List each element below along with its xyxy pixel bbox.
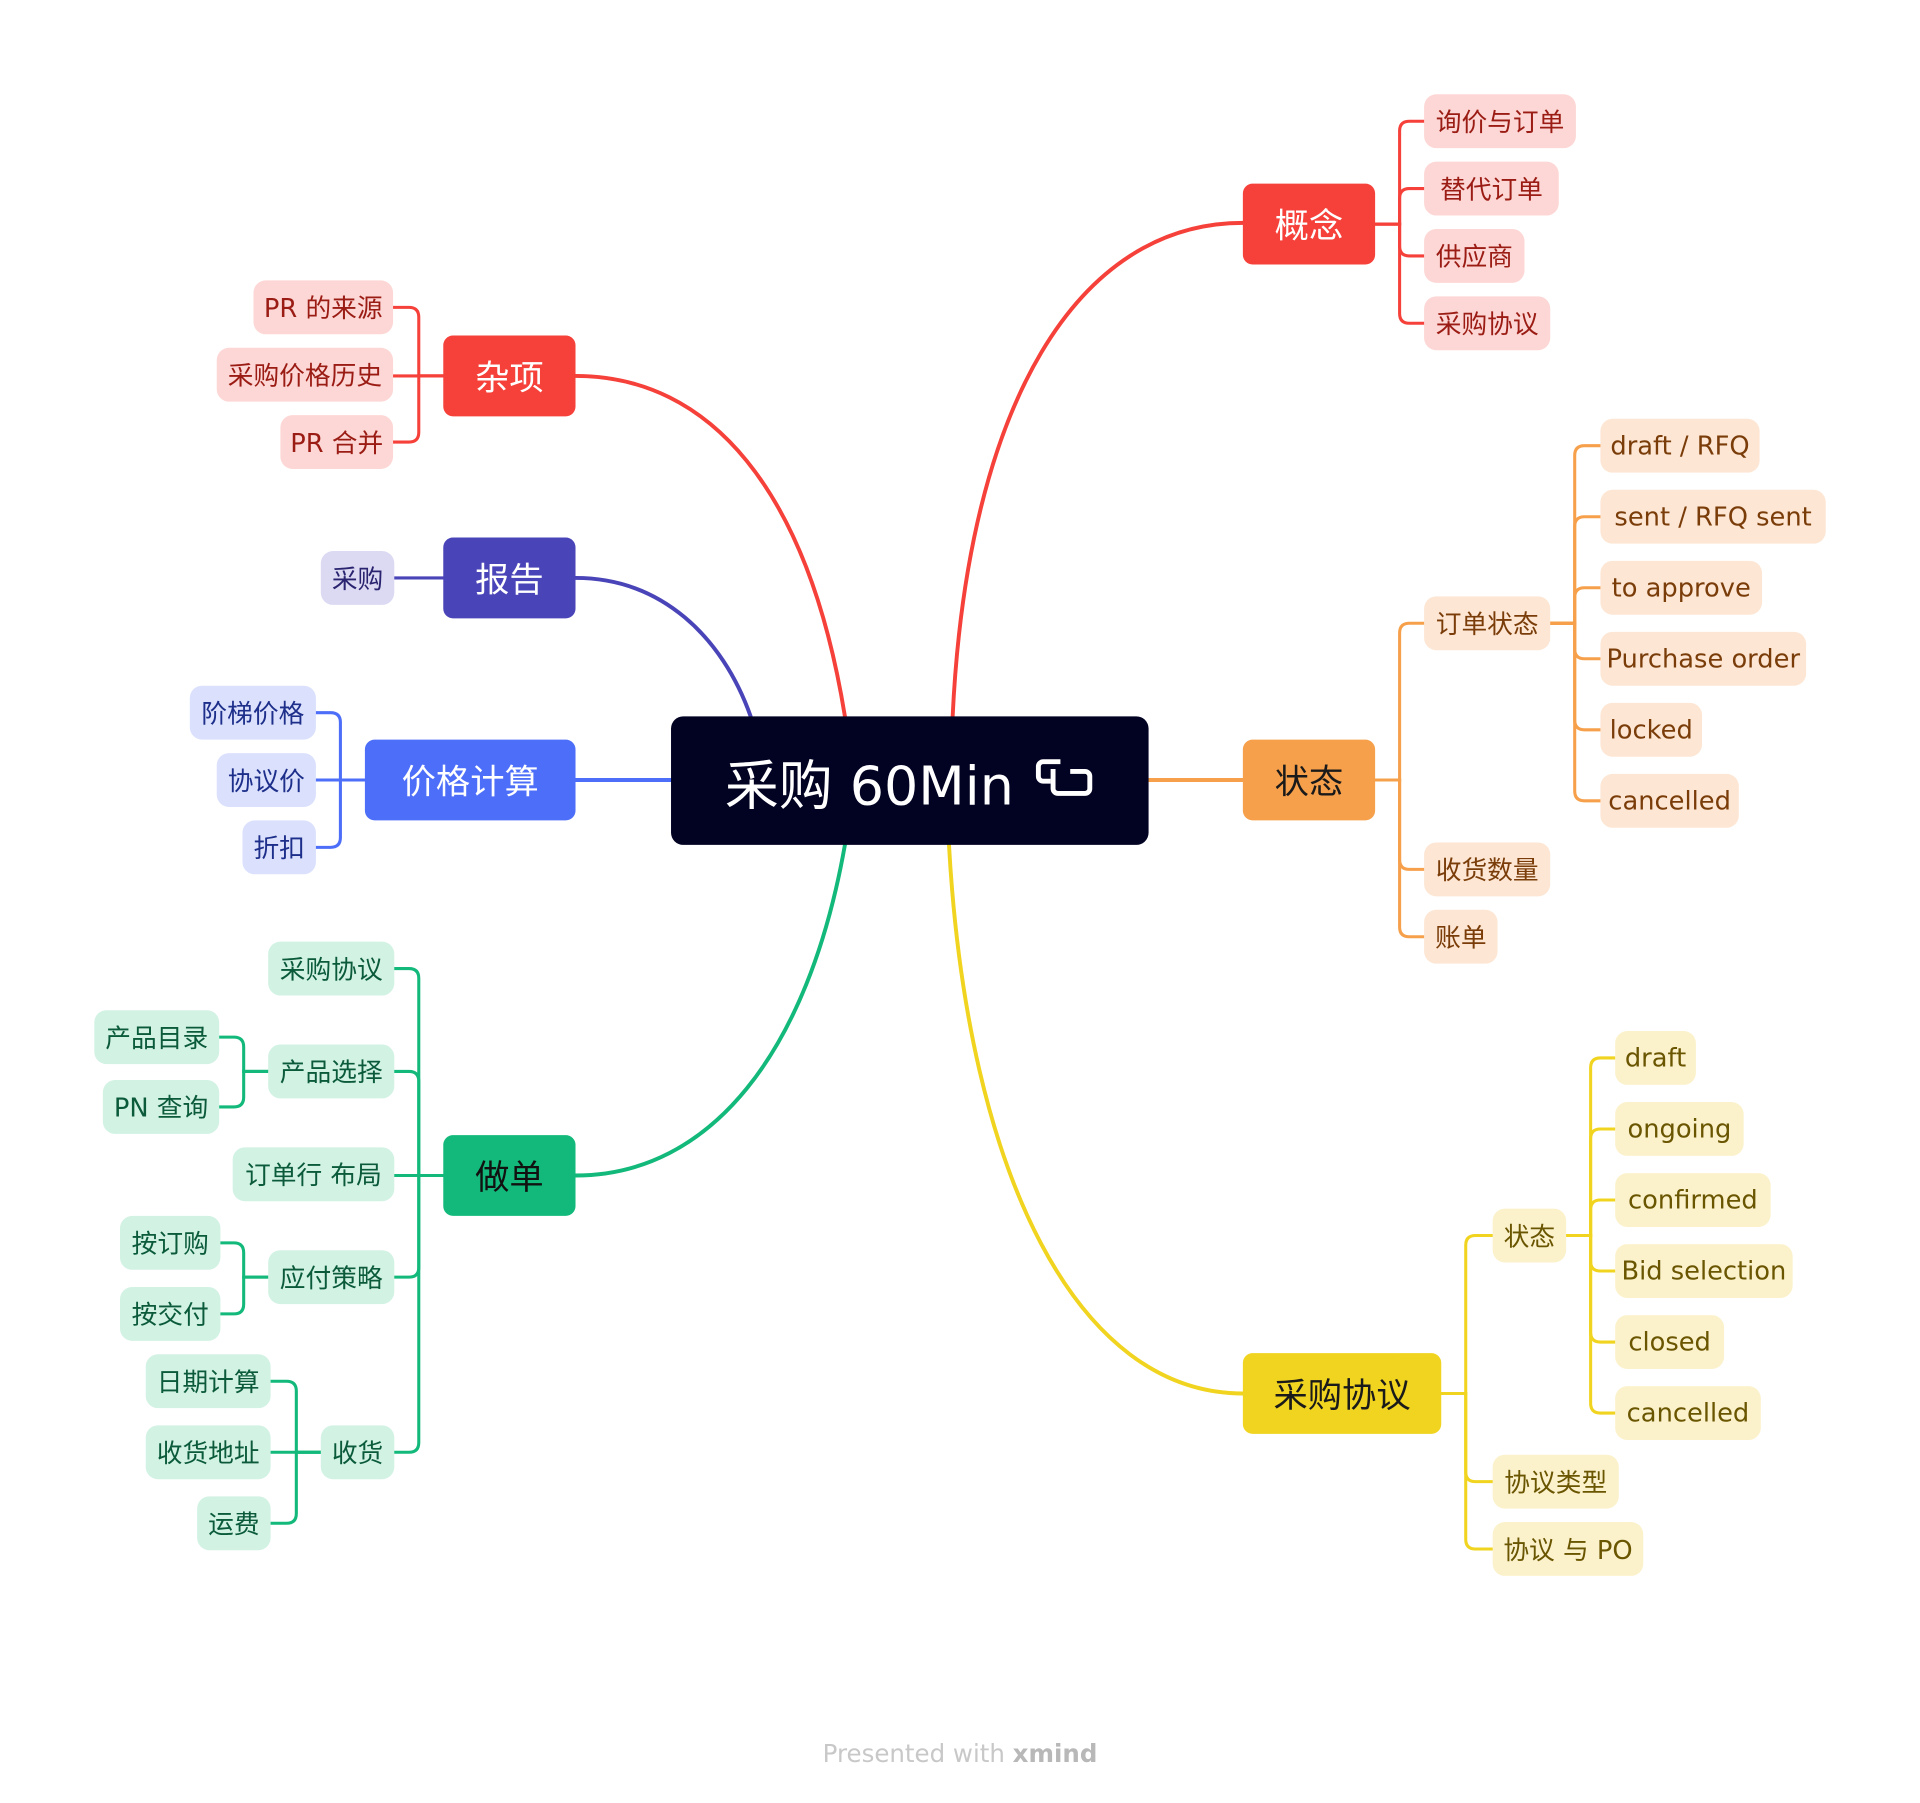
connector: [1373, 621, 1426, 782]
subtopic[interactable]: 收货地址: [145, 1425, 271, 1480]
connector: [1548, 586, 1602, 625]
footer: Presented with xmind: [0, 1739, 1920, 1768]
subtopic[interactable]: 替代订单: [1424, 161, 1559, 216]
main-topic[interactable]: 做单: [443, 1135, 576, 1216]
connector: [218, 1275, 270, 1316]
subtopic[interactable]: 协议 与 PO: [1492, 1522, 1644, 1576]
main-topic[interactable]: 采购协议: [1242, 1353, 1442, 1434]
subtopic[interactable]: 产品选择: [268, 1044, 395, 1099]
subtopic[interactable]: 供应商: [1424, 228, 1525, 283]
subtopic[interactable]: 采购协议: [1424, 296, 1551, 351]
subtopic[interactable]: draft: [1615, 1031, 1696, 1085]
subtopic[interactable]: PN 查询: [102, 1080, 220, 1134]
subtopic[interactable]: 运费: [197, 1496, 271, 1551]
footer-brand: xmind: [1012, 1738, 1098, 1769]
main-topic[interactable]: 价格计算: [364, 739, 576, 821]
subtopic[interactable]: 收货数量: [1424, 842, 1551, 897]
connector: [1439, 1233, 1495, 1396]
connector: [573, 842, 847, 1178]
subtopic[interactable]: 状态: [1492, 1208, 1567, 1263]
connector: [1564, 1127, 1617, 1238]
connector: [1548, 515, 1602, 625]
subtopic[interactable]: 协议类型: [1492, 1454, 1619, 1509]
connector: [391, 374, 445, 444]
subtopic[interactable]: 订单行 布局: [232, 1147, 395, 1202]
subtopic[interactable]: PR 合并: [280, 415, 394, 469]
connector: [391, 305, 445, 378]
subtopic[interactable]: to approve: [1600, 560, 1763, 615]
subtopic[interactable]: locked: [1600, 702, 1703, 757]
subtopic[interactable]: 产品目录: [94, 1010, 220, 1065]
connector: [573, 373, 847, 719]
connector: [218, 1241, 270, 1279]
subtopic[interactable]: sent / RFQ sent: [1600, 489, 1826, 544]
connector: [1564, 1233, 1617, 1415]
subtopic[interactable]: 日期计算: [145, 1354, 271, 1409]
connector: [947, 842, 1245, 1396]
connector: [1564, 1056, 1617, 1238]
subtopic[interactable]: 应付策略: [268, 1250, 395, 1305]
subtopic[interactable]: draft / RFQ: [1600, 418, 1760, 473]
subtopic[interactable]: closed: [1615, 1315, 1725, 1369]
connector: [392, 1173, 445, 1454]
connector: [1373, 778, 1426, 939]
subtopic[interactable]: Purchase order: [1600, 631, 1807, 686]
subtopic[interactable]: 阶梯价格: [189, 685, 316, 740]
subtopic[interactable]: 收货: [320, 1425, 395, 1480]
central-topic[interactable]: 采购 60Min: [671, 716, 1149, 845]
connector: [314, 778, 367, 849]
subtopic[interactable]: PR 的来源: [253, 280, 394, 335]
main-topic[interactable]: 杂项: [443, 335, 576, 417]
subtopic[interactable]: cancelled: [1615, 1386, 1761, 1441]
connector: [269, 1450, 323, 1525]
connector: [1548, 444, 1602, 625]
connector: [1373, 119, 1426, 226]
subtopic[interactable]: 订单状态: [1424, 596, 1551, 651]
connector: [392, 1069, 445, 1178]
connector: [1564, 1198, 1617, 1238]
connector: [950, 220, 1245, 719]
subtopic[interactable]: 询价与订单: [1424, 94, 1576, 149]
main-topic[interactable]: 概念: [1242, 183, 1376, 265]
subtopic[interactable]: 按交付: [120, 1286, 221, 1341]
connector: [314, 711, 367, 782]
connector: [217, 1069, 270, 1109]
subtopic[interactable]: Bid selection: [1615, 1244, 1793, 1298]
link-icon: [1034, 749, 1095, 811]
connector: [1373, 187, 1426, 226]
main-topic[interactable]: 状态: [1242, 739, 1376, 821]
subtopic[interactable]: 折扣: [242, 820, 316, 875]
subtopic[interactable]: confirmed: [1615, 1173, 1771, 1227]
subtopic[interactable]: 采购协议: [268, 941, 395, 996]
connector: [392, 967, 445, 1178]
subtopic[interactable]: 按订购: [120, 1215, 221, 1270]
subtopic[interactable]: 账单: [1424, 909, 1498, 964]
connector: [1548, 621, 1602, 803]
connector: [1439, 1391, 1495, 1551]
connector: [573, 576, 753, 719]
subtopic[interactable]: 协议价: [216, 753, 316, 807]
footer-prefix: Presented with: [822, 1738, 1005, 1769]
subtopic[interactable]: cancelled: [1600, 773, 1739, 828]
subtopic[interactable]: 采购: [320, 551, 395, 605]
subtopic[interactable]: 采购价格历史: [216, 347, 394, 402]
subtopic[interactable]: ongoing: [1615, 1102, 1744, 1156]
central-topic-label: 采购 60Min: [724, 754, 1014, 818]
connector: [269, 1379, 323, 1454]
connector: [217, 1035, 270, 1073]
main-topic[interactable]: 报告: [443, 537, 576, 619]
connector: [1373, 222, 1426, 325]
